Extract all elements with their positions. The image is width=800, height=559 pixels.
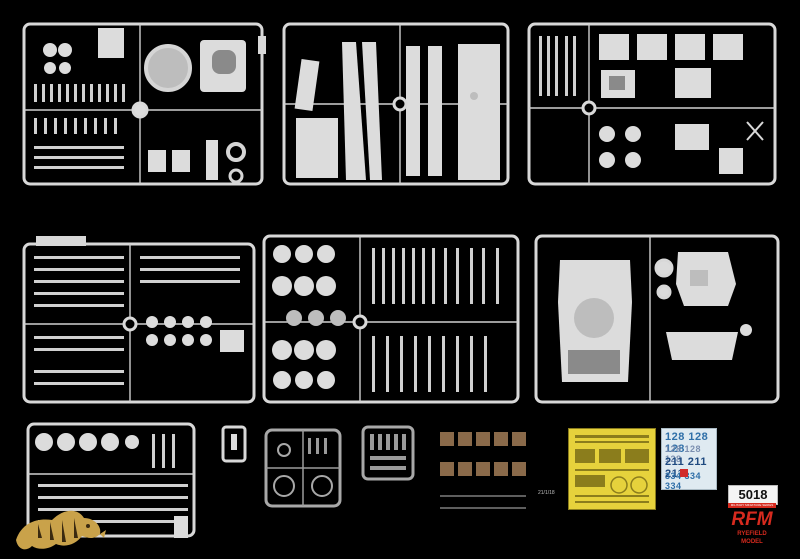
decal-red-mark (680, 469, 688, 477)
parts-tag: 21/1/18 (538, 490, 555, 496)
track-links (440, 432, 526, 509)
brand-name: RYEFIELD MODEL (737, 531, 767, 545)
tiger-emblem-icon (16, 510, 106, 550)
sprue-c (527, 22, 777, 186)
decal-numbers-row2: 128 128 128 (665, 444, 702, 464)
series-strip: MILITARY MINIATURE SERIES (728, 503, 776, 508)
small-part-frame (221, 425, 247, 463)
sprue-e (262, 234, 520, 404)
decal-numbers-row4: 334 334 334 (665, 471, 702, 490)
clear-sprue-b (361, 425, 415, 481)
kit-number: 5018 (728, 485, 778, 505)
decal-sheet: 128 128 128 128 128 128 211 211 211 334 … (661, 428, 717, 490)
photo-etch-parts (575, 435, 649, 503)
sprue-a (22, 22, 266, 186)
sprue-d (22, 236, 256, 404)
sprue-g (26, 422, 196, 538)
sprue-b (282, 22, 510, 186)
photo-etch-fret (568, 428, 656, 510)
clear-sprue-a (264, 428, 342, 508)
decal-numbers-row3: 211 211 211 (665, 456, 708, 480)
decal-numbers-row1: 128 128 128 (665, 431, 709, 455)
sprue-f (534, 234, 780, 404)
brand-logo: RFM (731, 509, 773, 530)
